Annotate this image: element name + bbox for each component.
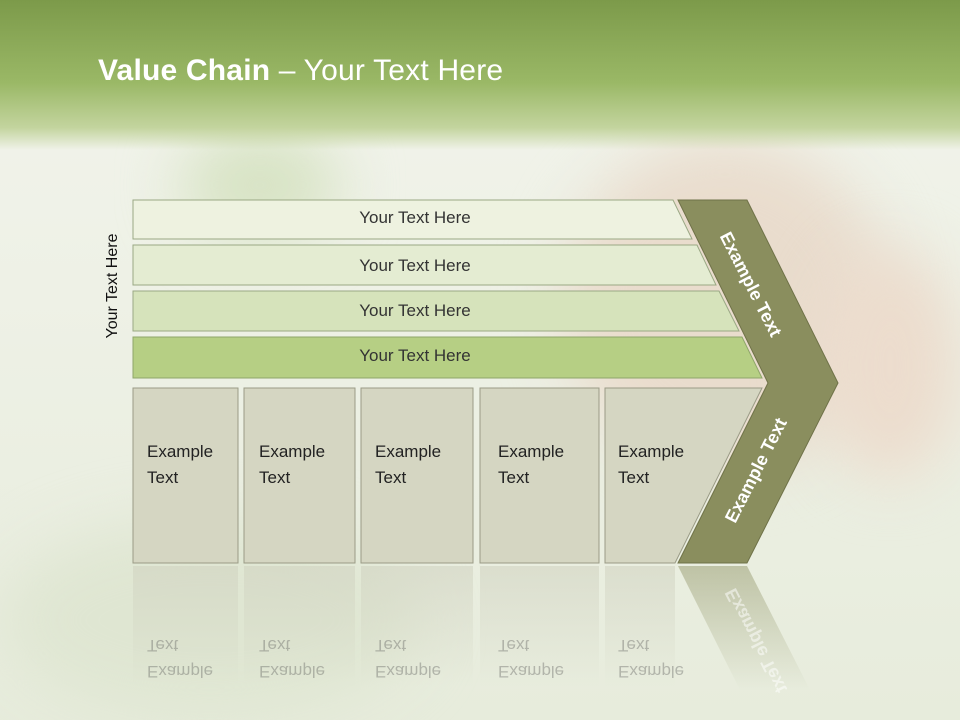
- chevron-reflection: [678, 566, 810, 690]
- box-2-reflection: [244, 566, 355, 686]
- box-label-4-reflection-line1: Example: [498, 662, 565, 681]
- background-hand-blob: [820, 250, 960, 480]
- box-label-4-line1: Example: [498, 442, 565, 461]
- box-5: [604, 387, 763, 564]
- row-bar-2: [132, 244, 717, 286]
- box-label-3-reflection-line1: Example: [375, 662, 442, 681]
- row-label-2: Your Text Here: [359, 256, 471, 275]
- row-bar-4: [132, 336, 763, 379]
- box-label-1-line1: Example: [147, 442, 214, 461]
- row-bar-3: [132, 290, 740, 332]
- box-label-4: Example Text: [498, 439, 593, 491]
- row-bar-1: [132, 199, 693, 240]
- box-label-5-reflection-line2: Text: [618, 636, 650, 655]
- box-label-2: Example Text: [259, 439, 354, 491]
- row-label-3: Your Text Here: [359, 301, 471, 320]
- box-label-1-reflection-line2: Text: [147, 636, 179, 655]
- box-3-reflection: [361, 566, 473, 686]
- box-label-3: Example Text: [375, 439, 470, 491]
- box-label-3-reflection-line2: Text: [375, 636, 407, 655]
- box-5-reflection: [605, 566, 675, 686]
- box-label-3-line2: Text: [375, 468, 407, 487]
- box-label-2-reflection-line2: Text: [259, 636, 291, 655]
- page-title: Value Chain – Your Text Here: [98, 54, 503, 88]
- box-label-2-line1: Example: [259, 442, 326, 461]
- box-label-3-line1: Example: [375, 442, 442, 461]
- box-label-3-reflection: Example Text: [375, 632, 470, 684]
- title-rest: – Your Text Here: [270, 54, 504, 87]
- header-band: [0, 0, 960, 150]
- box-label-2-line2: Text: [259, 468, 291, 487]
- box-label-1-reflection-line1: Example: [147, 662, 214, 681]
- chevron-arrow: [677, 199, 839, 564]
- box-4-reflection: [480, 566, 599, 686]
- box-label-5: Example Text: [618, 439, 713, 491]
- box-label-4-reflection-line2: Text: [498, 636, 530, 655]
- box-4: [479, 387, 600, 564]
- box-2: [243, 387, 356, 564]
- box-label-5-reflection: Example Text: [618, 632, 713, 684]
- box-label-1-reflection: Example Text: [147, 632, 242, 684]
- box-label-5-line1: Example: [618, 442, 685, 461]
- box-3: [360, 387, 474, 564]
- box-label-4-reflection: Example Text: [498, 632, 593, 684]
- row-label-1: Your Text Here: [359, 208, 471, 227]
- box-label-2-reflection: Example Text: [259, 632, 354, 684]
- row-label-4: Your Text Here: [359, 346, 471, 365]
- box-1-reflection: [133, 566, 238, 686]
- box-label-5-reflection-line1: Example: [618, 662, 685, 681]
- title-bold: Value Chain: [98, 54, 271, 87]
- box-label-4-line2: Text: [498, 468, 530, 487]
- box-label-1: Example Text: [147, 439, 242, 491]
- box-label-1-line2: Text: [147, 468, 179, 487]
- box-label-2-reflection-line1: Example: [259, 662, 326, 681]
- box-1: [132, 387, 239, 564]
- box-label-5-line2: Text: [618, 468, 650, 487]
